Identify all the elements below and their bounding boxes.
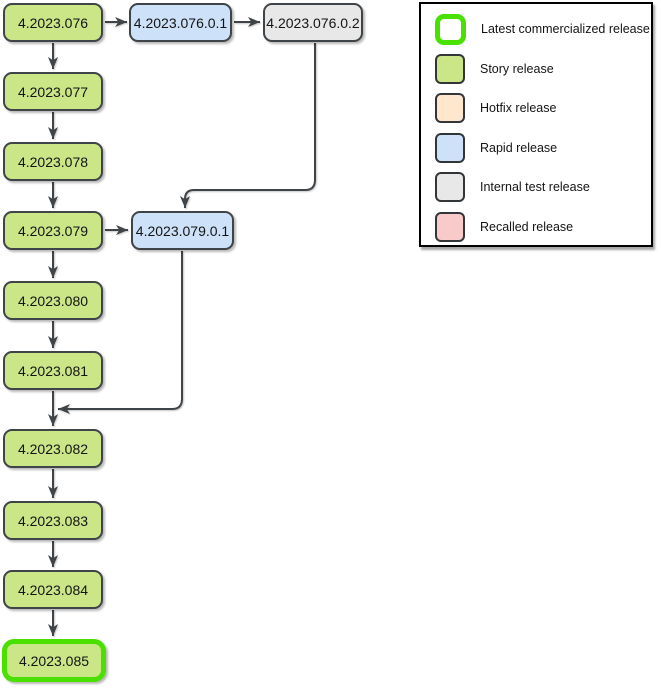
legend-label-internal: Internal test release: [480, 180, 590, 194]
legend-label-rapid: Rapid release: [480, 140, 558, 155]
edge-4.2023.079.0.1-to-4.2023.082: [58, 251, 183, 414]
node-4.2023.076.0.2[interactable]: 4.2023.076.0.2: [263, 3, 363, 42]
node-4.2023.079[interactable]: 4.2023.079: [3, 211, 103, 250]
legend-swatch-latest-icon: [435, 14, 466, 45]
legend: Latest commercialized release Story rele…: [419, 2, 653, 247]
node-4.2023.085[interactable]: 4.2023.085: [2, 639, 106, 682]
node-4.2023.080[interactable]: 4.2023.080: [3, 281, 103, 320]
node-4.2023.077[interactable]: 4.2023.077: [3, 72, 103, 111]
legend-item-story: Story release: [435, 53, 651, 94]
legend-swatch-rapid-icon: [435, 132, 465, 163]
legend-item-recalled: Recalled release: [435, 211, 651, 252]
node-4.2023.079.0.1[interactable]: 4.2023.079.0.1: [131, 211, 234, 250]
node-4.2023.078[interactable]: 4.2023.078: [3, 142, 103, 181]
node-4.2023.081[interactable]: 4.2023.081: [3, 351, 103, 390]
node-4.2023.076[interactable]: 4.2023.076: [3, 3, 103, 42]
legend-item-internal: Internal test release: [435, 172, 651, 212]
node-4.2023.082[interactable]: 4.2023.082: [3, 429, 103, 468]
node-4.2023.084[interactable]: 4.2023.084: [3, 570, 103, 609]
legend-label-story: Story release: [480, 61, 554, 76]
legend-label-hotfix: Hotfix release: [480, 101, 557, 115]
legend-swatch-internal-icon: [435, 172, 465, 202]
edge-4.2023.076.0.2-to-4.2023.079.0.1: [180, 43, 316, 208]
legend-label-recalled: Recalled release: [480, 219, 574, 234]
node-4.2023.083[interactable]: 4.2023.083: [3, 501, 103, 540]
legend-item-hotfix: Hotfix release: [435, 93, 651, 133]
legend-swatch-recalled-icon: [435, 211, 465, 242]
legend-label-latest: Latest commercialized release: [481, 22, 650, 36]
edge-group: [48, 17, 316, 636]
node-4.2023.076.0.1[interactable]: 4.2023.076.0.1: [129, 3, 232, 42]
legend-swatch-hotfix-icon: [435, 93, 465, 123]
legend-swatch-story-icon: [435, 53, 465, 84]
legend-item-rapid: Rapid release: [435, 132, 651, 173]
legend-item-latest: Latest commercialized release: [435, 14, 651, 54]
